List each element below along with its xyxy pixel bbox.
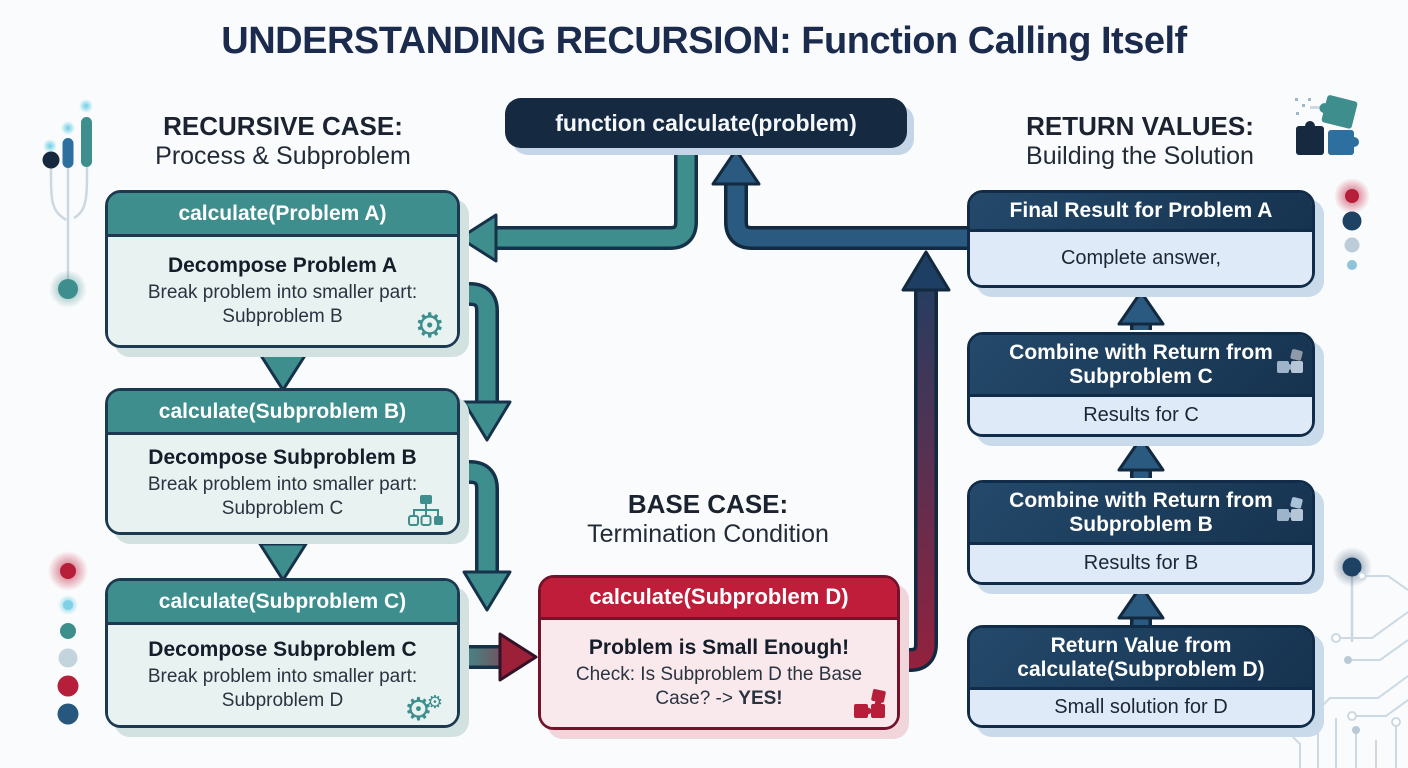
result-box-body: Results for B xyxy=(970,545,1312,582)
circuit-pattern-decoration xyxy=(1281,571,1408,768)
final-result-box: Final Result for Problem A Complete answ… xyxy=(967,190,1315,288)
gear-icon: ⚙ xyxy=(414,306,445,346)
page-title: UNDERSTANDING RECURSION: Function Callin… xyxy=(221,20,1187,62)
result-box-body: Complete answer, xyxy=(970,231,1312,285)
box-body-text: Break problem into smaller part: Subprob… xyxy=(147,474,418,519)
box-body-title: Decompose Subproblem C xyxy=(148,637,417,661)
base-case-heading: BASE CASE: Termination Condition xyxy=(587,489,829,548)
left-dots-decoration xyxy=(48,551,88,725)
arrow-return-d-to-combine-b xyxy=(1117,584,1165,626)
box-body-title: Decompose Problem A xyxy=(167,253,398,277)
result-box-header: Combine with Return from Subproblem B xyxy=(970,483,1312,546)
box-body-text: Break problem into smaller part: Subprob… xyxy=(147,665,418,711)
combine-subproblem-c-box: Combine with Return from Subproblem C Re… xyxy=(967,332,1315,437)
puzzle-icon xyxy=(854,689,886,718)
call-box-header: calculate(Subproblem B) xyxy=(108,391,457,435)
box-body-title: Problem is Small Enough! xyxy=(588,636,850,660)
call-box-problem-a: calculate(Problem A) Decompose Problem A… xyxy=(105,190,460,348)
hierarchy-icon xyxy=(408,495,443,526)
base-case-box: calculate(Subproblem D) Problem is Small… xyxy=(538,575,900,730)
arrow-box-b-to-c xyxy=(258,533,308,582)
arrow-box-c-to-base-case xyxy=(458,632,538,682)
result-box-header: Final Result for Problem A xyxy=(970,193,1312,232)
call-box-header: calculate(Subproblem C) xyxy=(108,581,457,625)
arrow-box-b-side-down xyxy=(458,460,512,612)
puzzle-pieces-decoration xyxy=(1295,95,1359,155)
puzzle-icon xyxy=(1277,497,1303,521)
box-body-text: Check: Is Subproblem D the Base Case? ->… xyxy=(575,664,863,709)
function-signature-label: function calculate(problem) xyxy=(555,109,857,136)
return-value-d-box: Return Value from calculate(Subproblem D… xyxy=(967,625,1315,728)
gears-icon: ⚙⚙ xyxy=(404,690,443,728)
result-box-header: Combine with Return from Subproblem C xyxy=(970,335,1312,398)
yes-answer: YES! xyxy=(738,688,783,709)
result-box-body: Small solution for D xyxy=(970,690,1312,725)
result-box-body: Results for C xyxy=(970,397,1312,434)
arrow-combine-b-to-combine-c xyxy=(1117,436,1165,478)
arrow-function-to-box-a xyxy=(458,145,698,263)
growth-chart-icon xyxy=(42,99,93,308)
call-box-header: calculate(Problem A) xyxy=(108,193,457,237)
function-signature-box: function calculate(problem) xyxy=(505,98,907,148)
right-dots-decoration xyxy=(1334,178,1370,270)
result-box-header: Return Value from calculate(Subproblem D… xyxy=(970,628,1312,691)
arrow-return-to-function xyxy=(711,148,970,250)
box-body-text: Break problem into smaller part: Subprob… xyxy=(147,281,418,327)
call-box-subproblem-b: calculate(Subproblem B) Decompose Subpro… xyxy=(105,388,460,535)
return-values-heading: RETURN VALUES: Building the Solution xyxy=(1026,111,1254,170)
recursive-case-heading: RECURSIVE CASE: Process & Subproblem xyxy=(155,111,411,170)
combine-subproblem-b-box: Combine with Return from Subproblem B Re… xyxy=(967,480,1315,585)
base-case-box-header: calculate(Subproblem D) xyxy=(541,578,897,620)
call-box-subproblem-c: calculate(Subproblem C) Decompose Subpro… xyxy=(105,578,460,728)
arrow-base-case-return-up xyxy=(898,250,951,672)
node-dot-decoration xyxy=(1332,547,1372,642)
arrow-combine-c-to-final xyxy=(1117,290,1165,330)
puzzle-icon xyxy=(1277,349,1303,373)
arrow-box-a-side-down xyxy=(458,282,512,442)
arrow-box-a-to-b xyxy=(258,346,308,392)
box-body-title: Decompose Subproblem B xyxy=(148,446,417,470)
